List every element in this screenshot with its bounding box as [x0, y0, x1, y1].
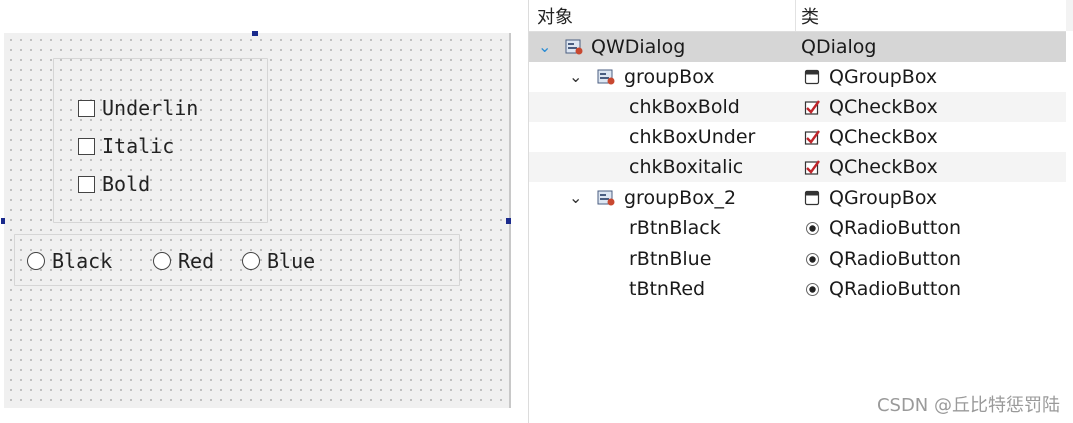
tree-row-qwdialog[interactable]: ⌄ QWDialog QDialog: [529, 32, 1066, 62]
expand-arrow-icon[interactable]: ⌄: [569, 67, 583, 86]
checkbox-label: Bold: [102, 172, 151, 196]
groupbox-icon: [804, 69, 820, 85]
canvas-bottom-margin: [0, 408, 512, 423]
object-name: chkBoxUnder: [629, 126, 756, 148]
class-name: QDialog: [801, 36, 877, 58]
tree-row-rbtnblack[interactable]: rBtnBlack QRadioButton: [529, 213, 1066, 243]
object-name: QWDialog: [591, 36, 686, 58]
checkbox-italic[interactable]: Italic: [78, 134, 174, 158]
tree-row-tbtnred[interactable]: tBtnRed QRadioButton: [529, 274, 1066, 304]
object-inspector: 对象 类 ⌄ QWDialog QDialog ⌄ groupBox QGrou…: [528, 0, 1073, 423]
object-name: groupBox_2: [624, 187, 737, 209]
object-name: chkBoxitalic: [629, 156, 744, 178]
column-header-object[interactable]: 对象: [537, 7, 573, 28]
expand-arrow-icon[interactable]: ⌄: [538, 37, 552, 56]
class-name: QRadioButton: [829, 248, 961, 270]
class-name: QRadioButton: [829, 217, 961, 239]
resize-handle-top[interactable]: [252, 31, 258, 36]
tree-row-groupbox-2[interactable]: ⌄ groupBox_2 QGroupBox: [529, 183, 1066, 213]
column-separator[interactable]: [795, 0, 796, 31]
checkbox-underline[interactable]: Underlin: [78, 96, 198, 120]
checkbox-square-icon[interactable]: [78, 175, 95, 193]
tree-row-chkboxbold[interactable]: chkBoxBold QCheckBox: [529, 92, 1066, 122]
class-name: QGroupBox: [829, 66, 938, 88]
radio-label: Black: [52, 249, 113, 273]
tree-row-chkboxitalic[interactable]: chkBoxitalic QCheckBox: [529, 152, 1066, 182]
checkbox-checked-icon: [804, 160, 820, 175]
resize-handle-left[interactable]: [1, 218, 5, 224]
form-canvas[interactable]: Underlin Italic Bold Black Red Blue: [4, 33, 511, 408]
checkbox-checked-icon: [804, 100, 820, 115]
column-header-class[interactable]: 类: [801, 7, 819, 28]
radio-blue[interactable]: Blue: [242, 249, 315, 273]
radio-red[interactable]: Red: [153, 249, 214, 273]
radio-circle-icon[interactable]: [153, 252, 171, 270]
radio-circle-icon[interactable]: [242, 252, 260, 270]
object-name: tBtnRed: [629, 278, 706, 300]
class-name: QCheckBox: [829, 126, 938, 148]
checkbox-square-icon[interactable]: [78, 137, 95, 155]
class-name: QCheckBox: [829, 96, 938, 118]
groupbox-checkboxes[interactable]: [53, 58, 268, 223]
object-name: groupBox: [624, 66, 715, 88]
csdn-watermark: CSDN @丘比特惩罚陆: [876, 395, 1060, 416]
radio-button-icon: [806, 283, 819, 296]
groupbox-icon: [804, 190, 820, 206]
checkbox-label: Italic: [102, 134, 175, 158]
checkbox-label: Underlin: [102, 96, 199, 120]
expand-arrow-icon[interactable]: ⌄: [569, 188, 583, 207]
inspector-header: 对象 类: [529, 0, 1066, 32]
object-name: chkBoxBold: [629, 96, 740, 118]
groupbox-radios[interactable]: [14, 234, 460, 286]
class-name: QGroupBox: [829, 187, 938, 209]
radio-button-icon: [806, 253, 819, 266]
checkbox-checked-icon: [804, 130, 820, 145]
class-name: QRadioButton: [829, 278, 961, 300]
tree-row-groupbox[interactable]: ⌄ groupBox QGroupBox: [529, 62, 1066, 92]
radio-label: Blue: [267, 249, 316, 273]
tree-row-rbtnblue[interactable]: rBtnBlue QRadioButton: [529, 244, 1066, 274]
radio-black[interactable]: Black: [27, 249, 112, 273]
checkbox-bold[interactable]: Bold: [78, 172, 150, 196]
layout-widget-icon: [597, 69, 615, 85]
form-designer: Underlin Italic Bold Black Red Blue: [0, 0, 512, 423]
class-name: QCheckBox: [829, 156, 938, 178]
dialog-widget-icon: [565, 39, 583, 55]
radio-label: Red: [178, 249, 215, 273]
object-name: rBtnBlue: [629, 248, 712, 270]
radio-circle-icon[interactable]: [27, 252, 45, 270]
object-name: rBtnBlack: [629, 217, 721, 239]
header-scroll-corner: [1066, 0, 1073, 31]
checkbox-square-icon[interactable]: [78, 99, 95, 117]
layout-widget-icon: [597, 190, 615, 206]
resize-handle-right[interactable]: [506, 218, 511, 224]
tree-row-chkboxunder[interactable]: chkBoxUnder QCheckBox: [529, 122, 1066, 152]
radio-button-icon: [806, 222, 819, 235]
